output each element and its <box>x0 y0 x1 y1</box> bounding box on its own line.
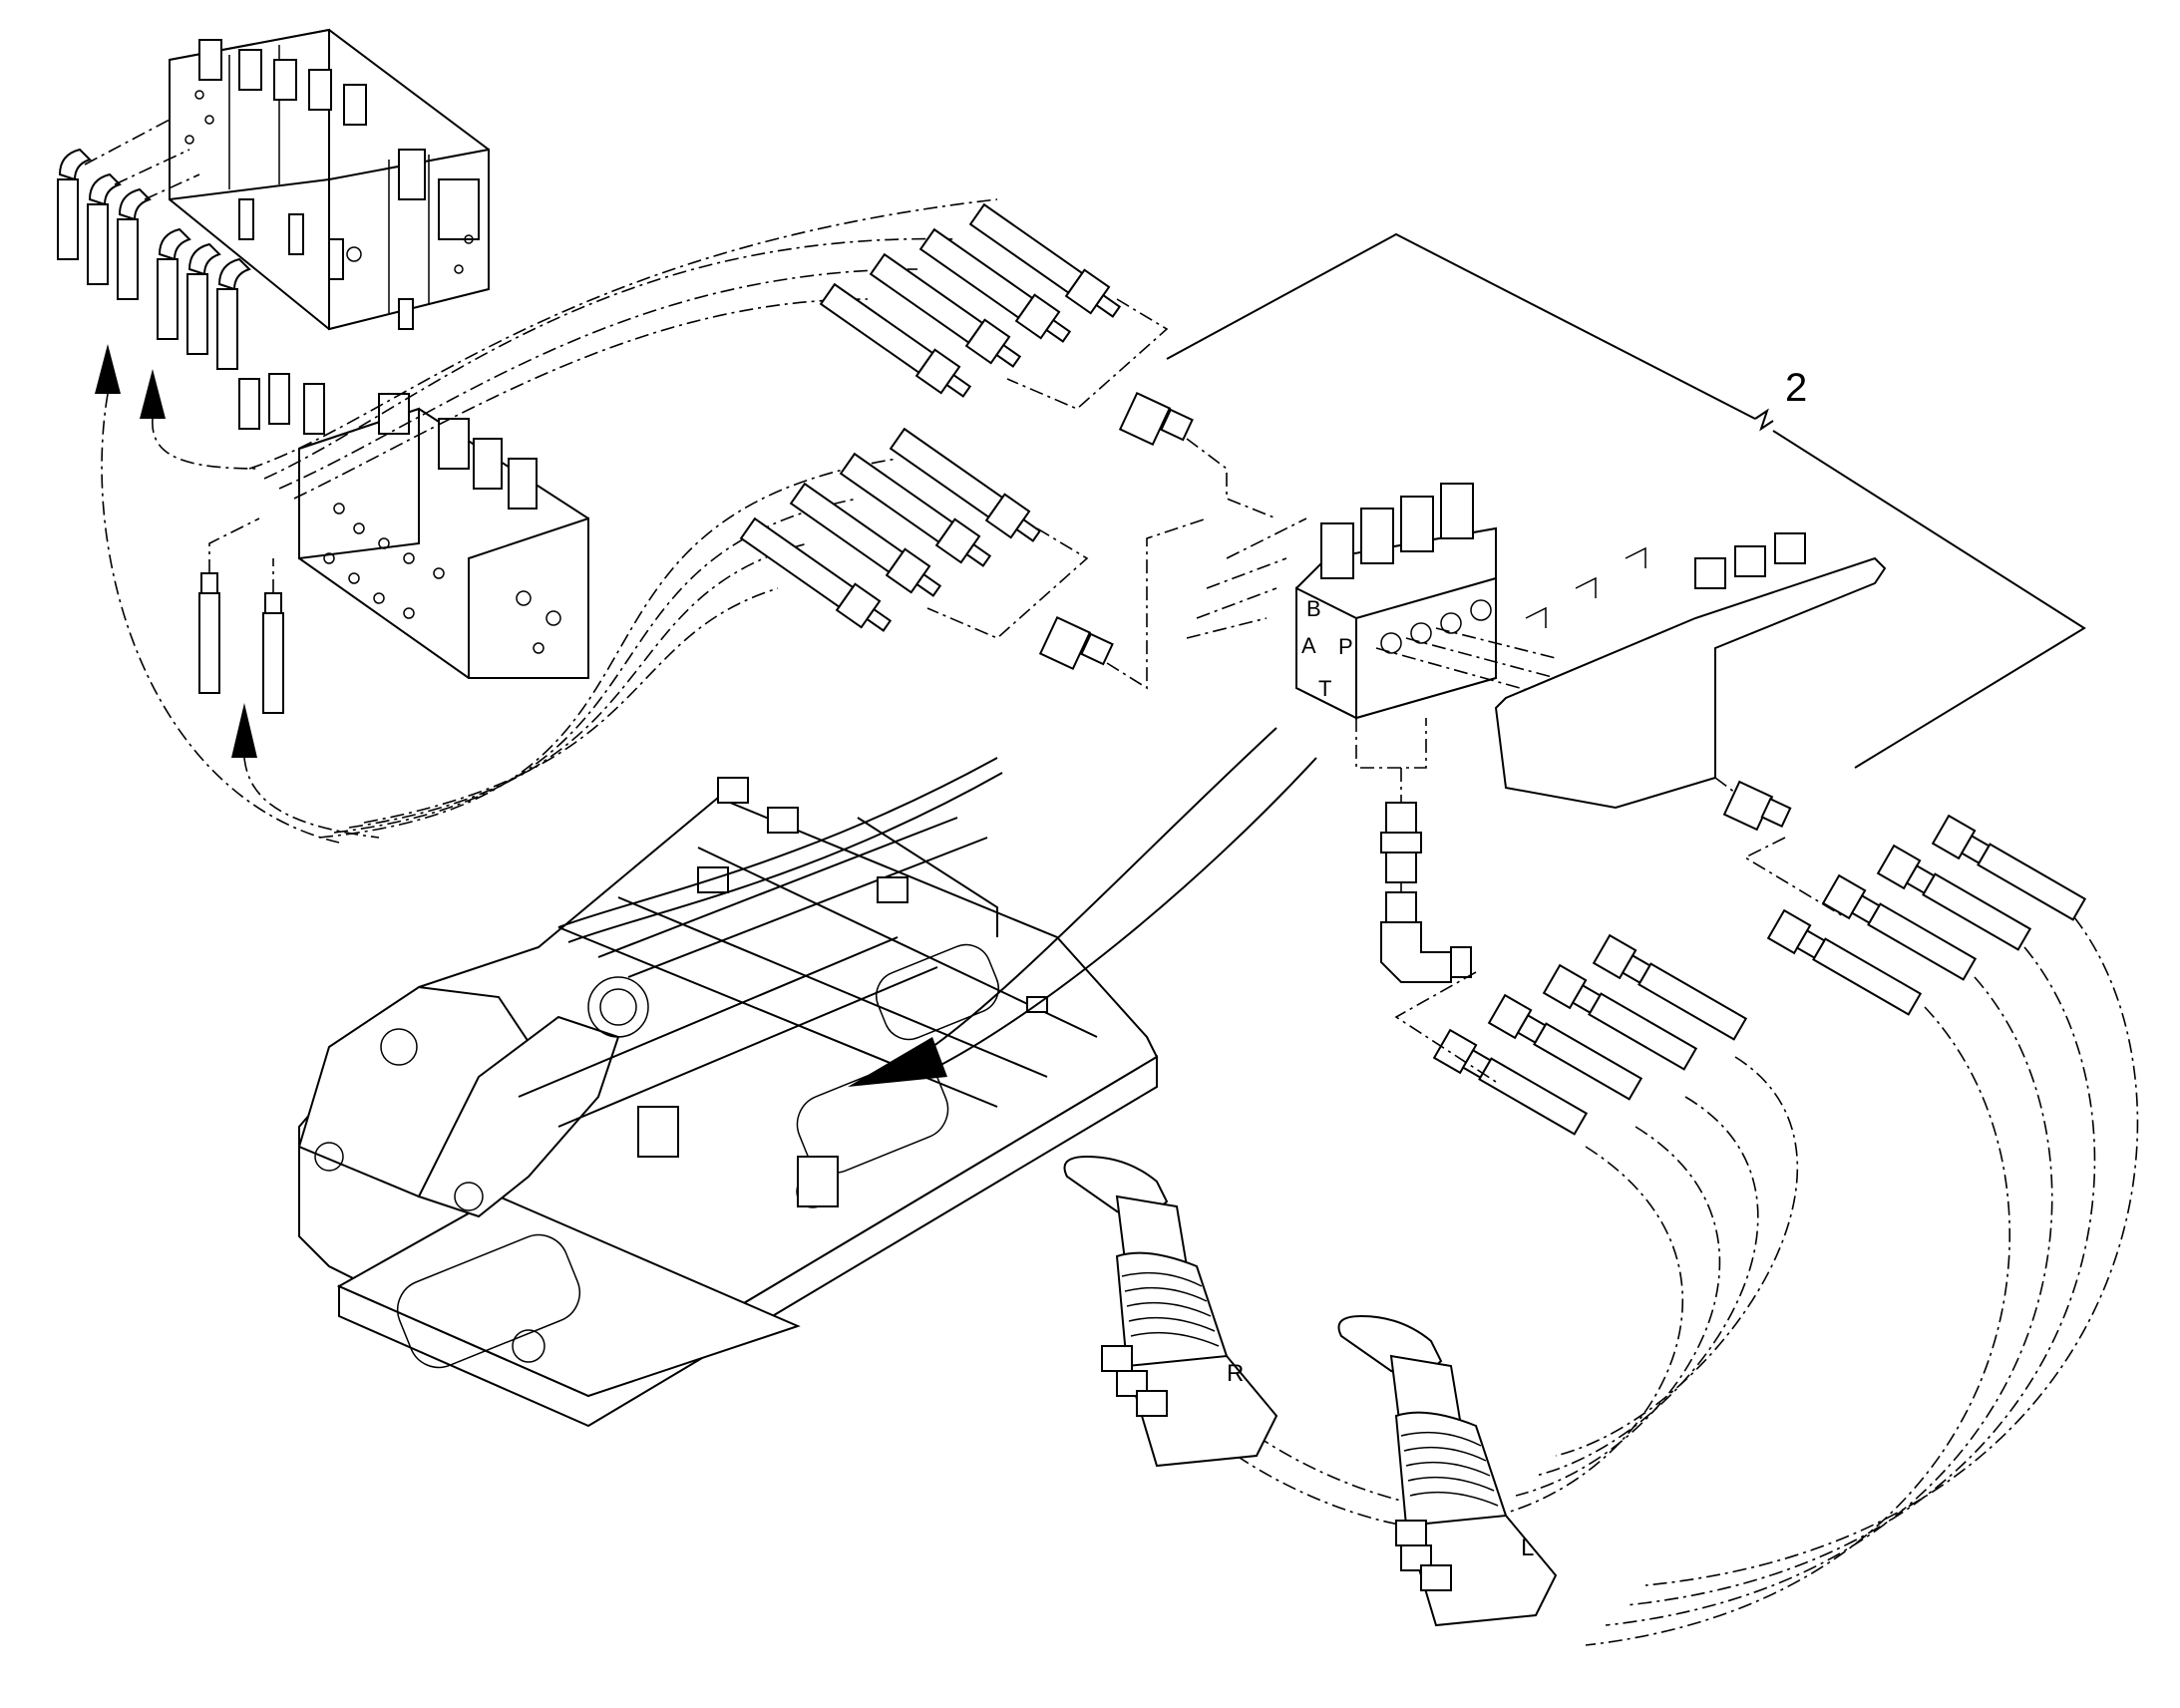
hose-group-middle <box>739 427 1089 639</box>
elbow-hose-set-left <box>57 119 251 370</box>
adapter-fitting-middle <box>1038 615 1114 671</box>
hose-group-lower-middle <box>1394 933 1748 1136</box>
upper-frame-chassis <box>297 757 1159 1428</box>
joystick-right: R <box>1063 1155 1278 1468</box>
pilot-line-routing-upper <box>248 198 998 500</box>
assembly-arrow-up-3 <box>231 703 380 839</box>
main-control-valve-lower <box>238 373 589 679</box>
joystick-left: L <box>1337 1314 1558 1627</box>
mounting-bracket <box>1494 532 1887 810</box>
port-label-a: A <box>1301 633 1316 658</box>
union-fitting-vertical <box>1380 768 1422 883</box>
mounting-location-arrow <box>848 727 1317 1087</box>
main-control-valve-top <box>169 28 490 331</box>
pilot-line-routing-joysticks <box>1236 916 2139 1646</box>
solenoid-valve-block: B A P T <box>1186 483 1557 769</box>
adapter-fitting-upper <box>1118 391 1194 447</box>
elbow-fitting <box>1380 882 1472 983</box>
assembly-arrow-up-2 <box>140 369 260 470</box>
pilot-line-routing-lower <box>318 458 899 839</box>
callout-number-2: 2 <box>1785 366 1807 410</box>
straight-hose-pair <box>198 517 284 714</box>
adapter-fitting-right <box>1714 777 1792 832</box>
callout-item-2: 2 <box>1166 232 2086 769</box>
joystick-label-l: L <box>1521 1535 1534 1561</box>
hose-group-right <box>1743 814 2087 1016</box>
joystick-label-r: R <box>1227 1360 1244 1387</box>
port-label-p: P <box>1338 634 1353 659</box>
assembly-arrow-up-1 <box>95 344 340 844</box>
port-label-t: T <box>1318 676 1331 701</box>
hose-group-upper <box>819 202 1169 410</box>
port-label-b: B <box>1306 596 1321 621</box>
